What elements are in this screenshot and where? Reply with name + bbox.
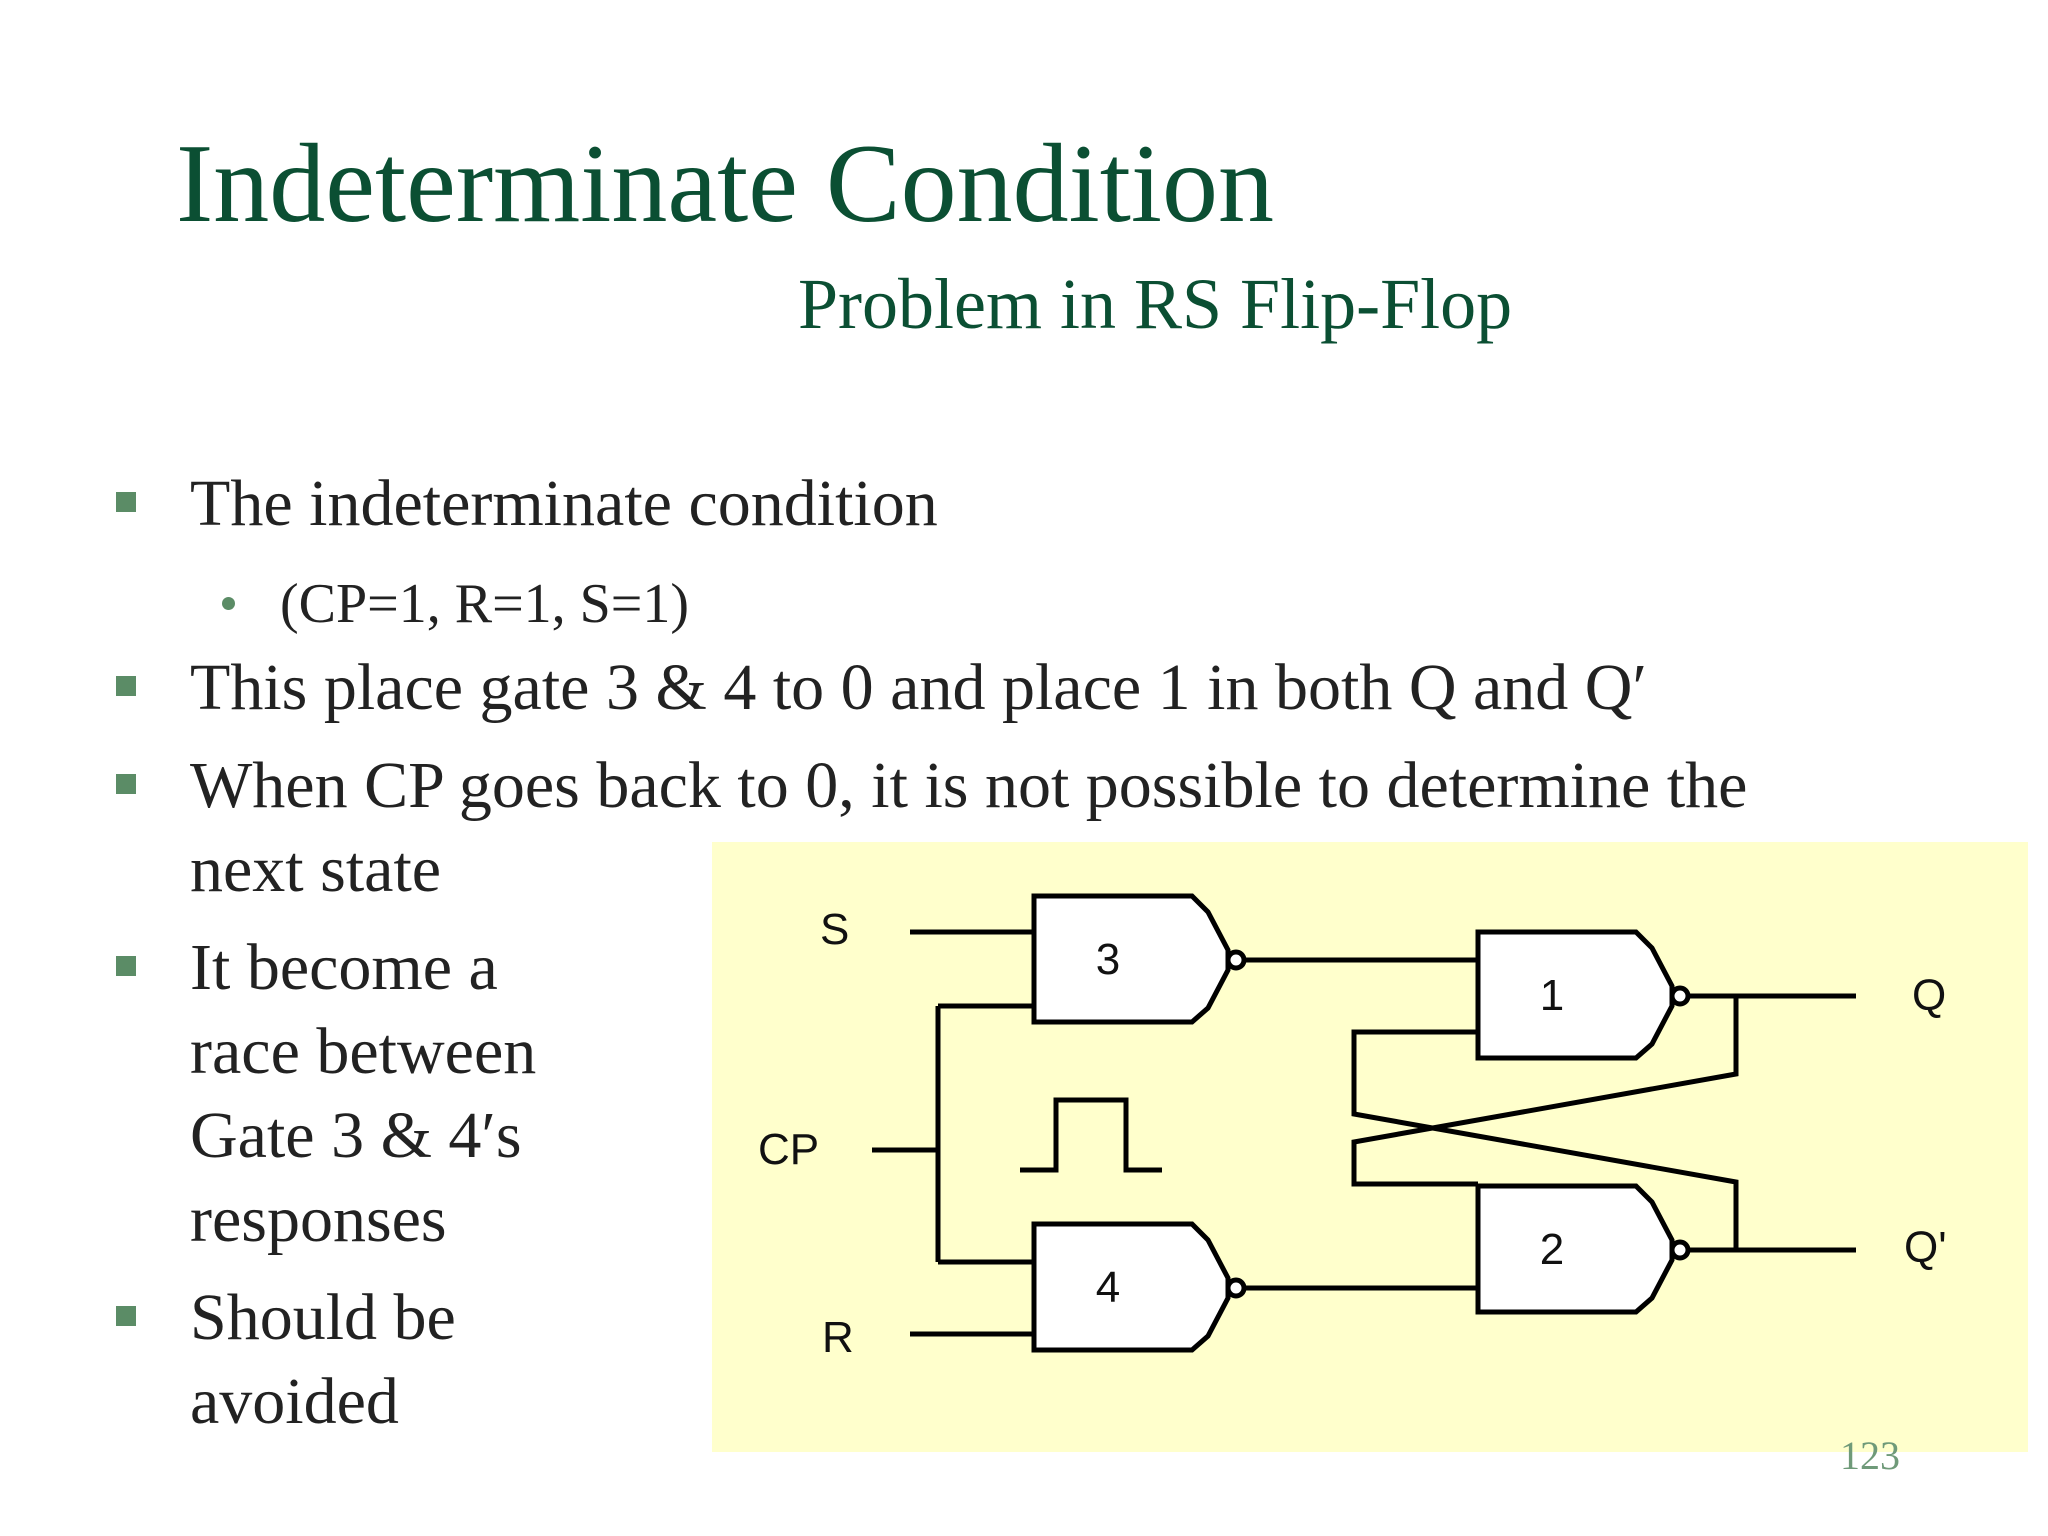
- q-prime-feedback-wire: [1351, 1029, 1739, 1250]
- bullet-marker: [116, 774, 136, 794]
- bullet-3-line-2: next state: [190, 833, 442, 906]
- bullet-5-line-1: Should be: [190, 1281, 456, 1354]
- bullet-marker: [116, 676, 136, 696]
- input-s-label: S: [820, 905, 849, 954]
- gate-1-inverter-bubble: [1669, 985, 1691, 1007]
- gate-4-inverter-bubble: [1225, 1277, 1247, 1299]
- input-cp-label: CP: [758, 1125, 819, 1174]
- bullet-marker: [116, 492, 136, 512]
- clock-pulse-icon: [1020, 1097, 1162, 1173]
- sub-bullet-1: (CP=1, R=1, S=1): [280, 573, 690, 635]
- bullet-4-line-1: It become a: [190, 931, 498, 1004]
- input-r-label: R: [822, 1313, 854, 1362]
- slide-title: Indeterminate Condition: [176, 122, 1274, 246]
- slide-subtitle: Problem in RS Flip-Flop: [798, 264, 1513, 344]
- bullet-5-line-2: avoided: [190, 1365, 399, 1438]
- nand-gate-2: [1475, 1183, 1675, 1315]
- page-number: 123: [1840, 1433, 1900, 1478]
- q-feedback-wire: [1351, 996, 1739, 1187]
- gate-2-label: 2: [1540, 1225, 1564, 1274]
- nand-gate-3: [1031, 893, 1231, 1025]
- gate-2-inverter-bubble: [1669, 1239, 1691, 1261]
- bullet-4-line-2: race between: [190, 1015, 537, 1088]
- bullet-marker: [116, 1306, 136, 1326]
- gate-4-label: 4: [1096, 1263, 1120, 1312]
- rs-flip-flop-circuit: S CP R Q Q' 3 4 1 2: [758, 893, 1947, 1362]
- output-q-prime-label: Q': [1904, 1223, 1947, 1272]
- output-q-label: Q: [1912, 971, 1946, 1020]
- nand-gate-1: [1475, 929, 1675, 1061]
- gate-3-inverter-bubble: [1225, 949, 1247, 971]
- bullet-3-line-1: When CP goes back to 0, it is not possib…: [190, 749, 1748, 822]
- gate-1-label: 1: [1540, 971, 1564, 1020]
- sub-bullet-marker: [222, 597, 235, 610]
- nand-gate-4: [1031, 1221, 1231, 1353]
- circuit-diagram-panel: S CP R Q Q' 3 4 1 2: [712, 842, 2028, 1452]
- bullet-2: This place gate 3 & 4 to 0 and place 1 i…: [190, 651, 1647, 724]
- bullet-marker: [116, 956, 136, 976]
- bullet-4-line-4: responses: [190, 1183, 447, 1256]
- gate-3-label: 3: [1096, 935, 1120, 984]
- bullet-1: The indeterminate condition: [190, 467, 938, 540]
- bullet-4-line-3: Gate 3 & 4′s: [190, 1099, 522, 1172]
